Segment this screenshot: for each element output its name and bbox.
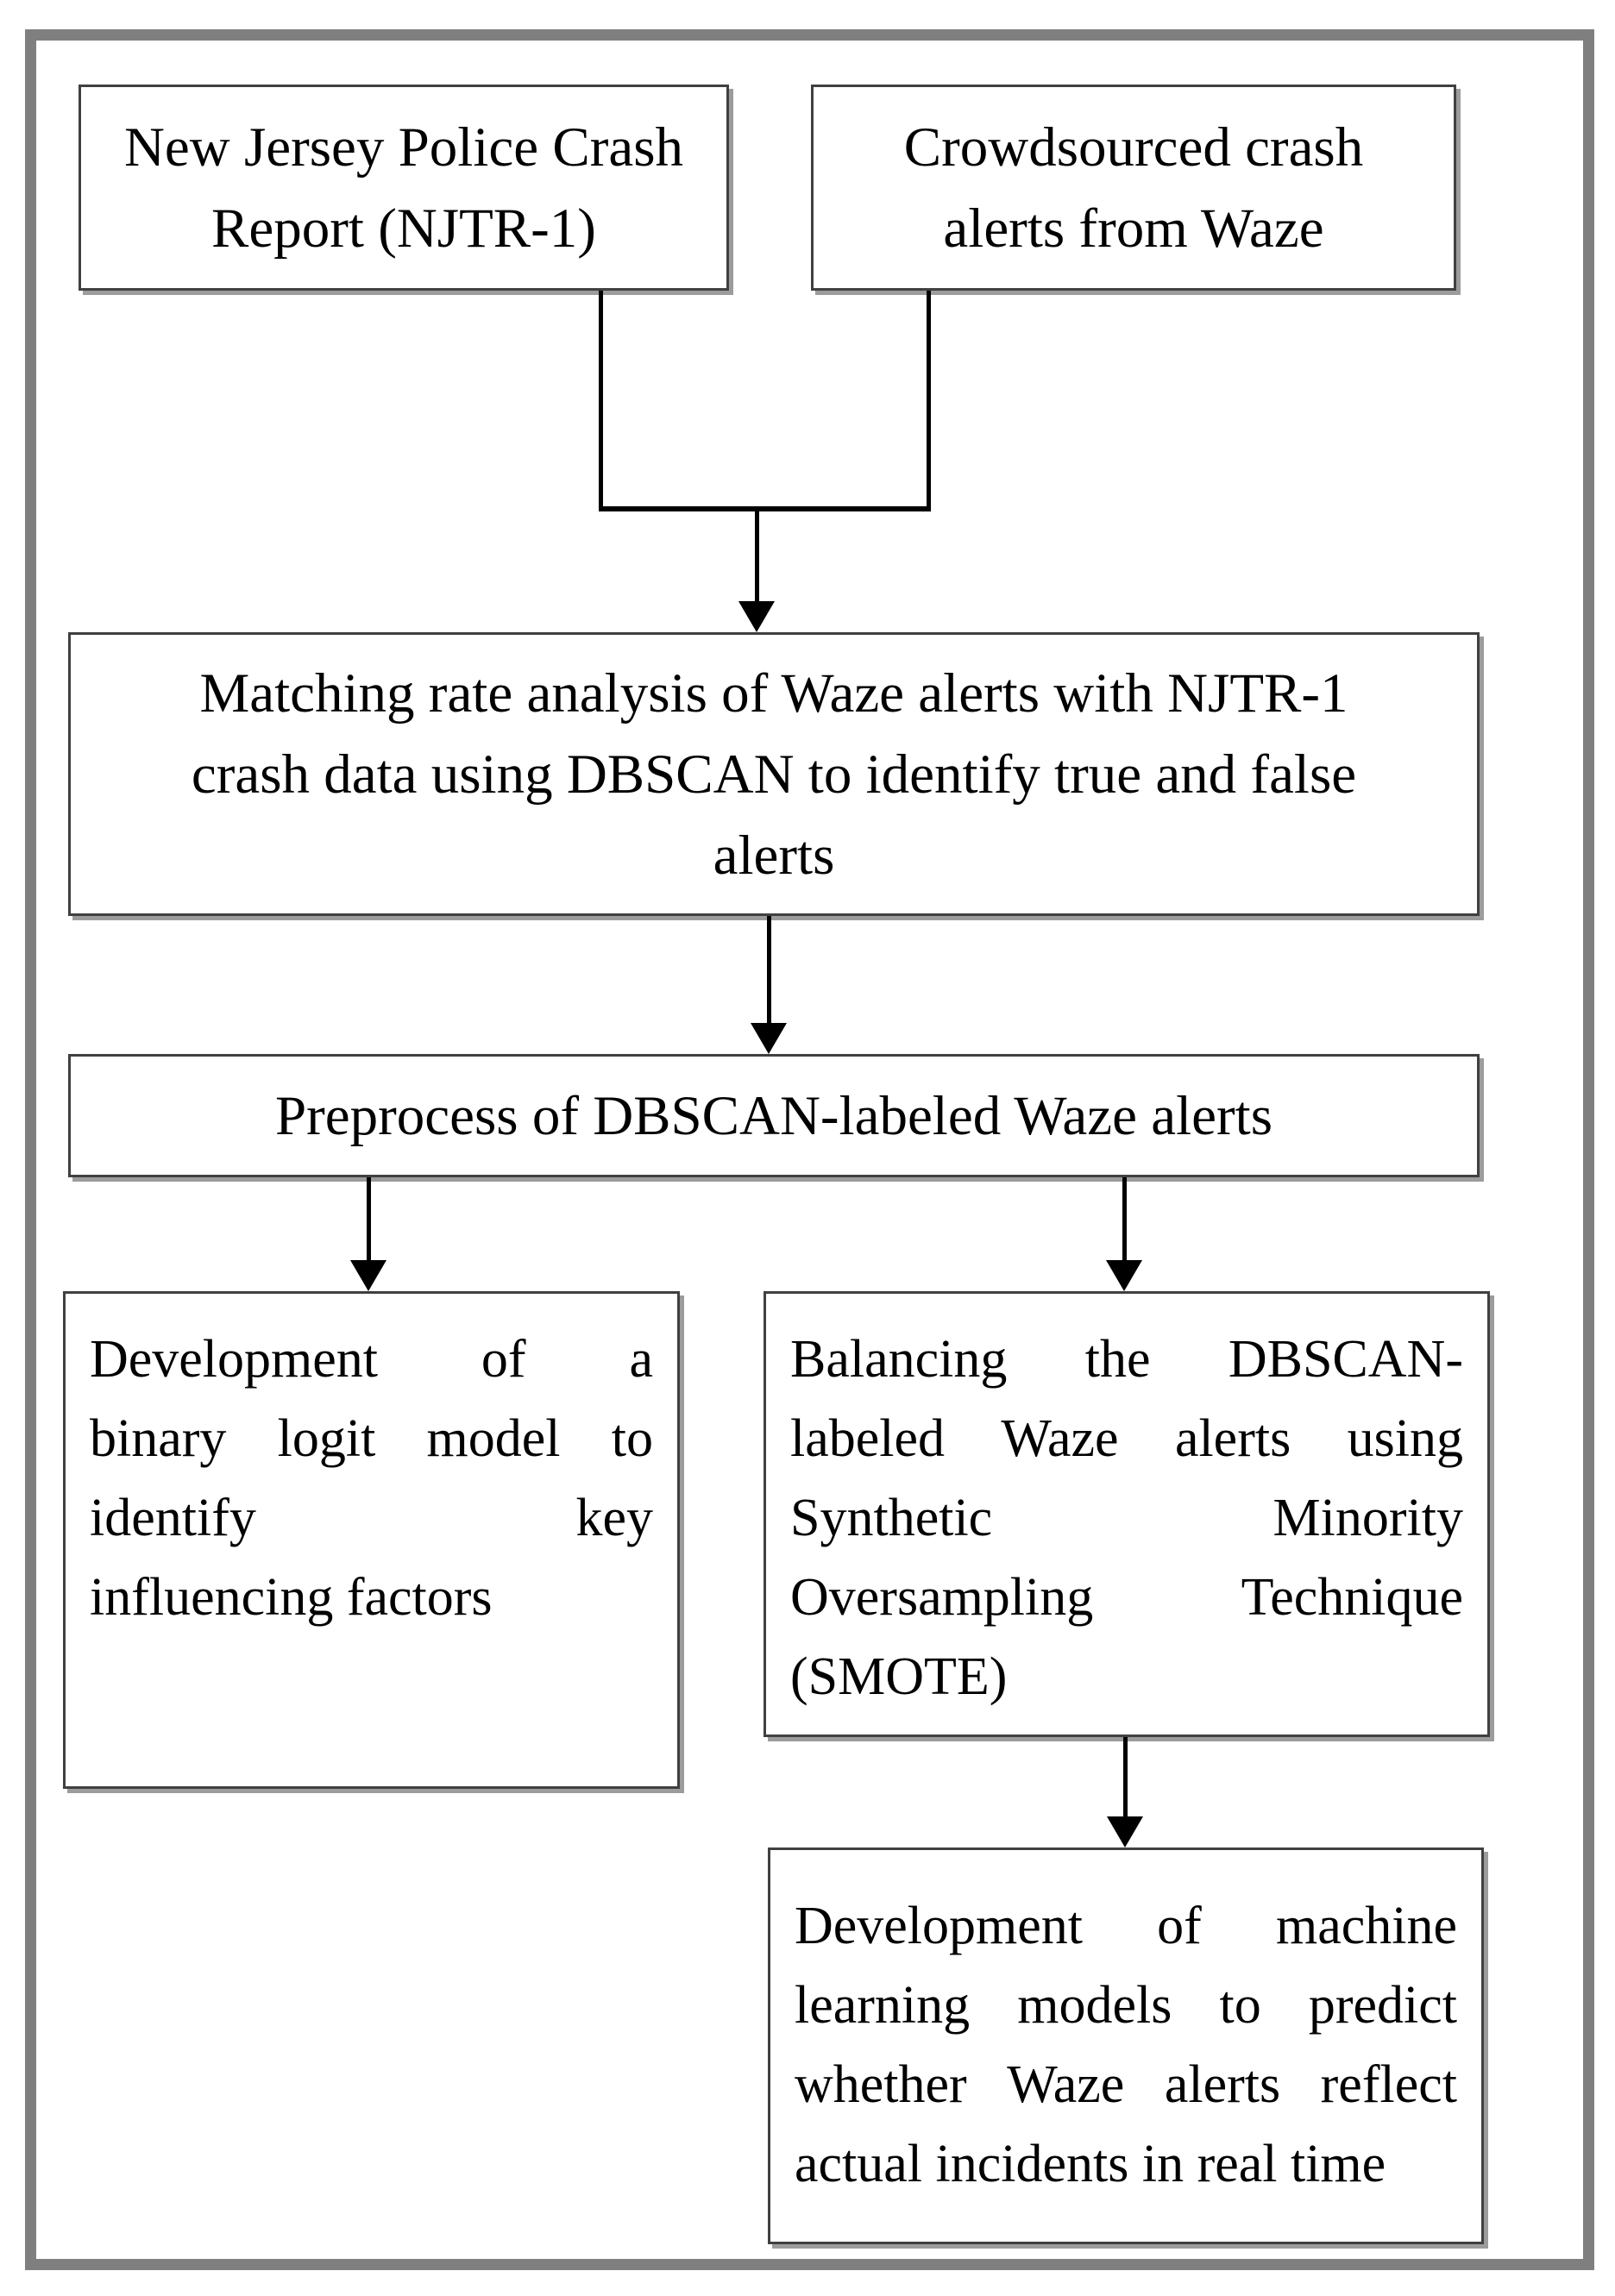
flow-box-matching-text: Matching rate analysis of Waze alerts wi…	[191, 662, 1357, 887]
connector-waze-down	[927, 291, 931, 511]
flow-box-preprocess: Preprocess of DBSCAN-labeled Waze alerts	[68, 1054, 1480, 1177]
flow-box-preprocess-text: Preprocess of DBSCAN-labeled Waze alerts	[274, 1084, 1273, 1147]
text-line: (SMOTE)	[790, 1647, 1008, 1706]
connector-njtr1-down	[599, 291, 603, 511]
arrow-to-smote-stem	[1122, 1177, 1127, 1262]
text-line: actual incidents in real time	[795, 2135, 1386, 2193]
arrow-to-matching-head	[738, 601, 775, 632]
arrow-to-preprocess-stem	[767, 916, 771, 1025]
arrow-to-matching-stem	[755, 509, 759, 604]
arrow-to-preprocess-head	[751, 1023, 787, 1054]
outer-frame	[25, 29, 1594, 2270]
arrow-to-logit-head	[350, 1260, 386, 1291]
arrow-to-logit-stem	[367, 1177, 371, 1262]
arrow-to-smote-head	[1106, 1260, 1142, 1291]
text-line: influencing factors	[90, 1568, 493, 1627]
arrow-to-ml-head	[1107, 1816, 1143, 1847]
connector-merge-horizontal	[599, 506, 931, 511]
flow-box-njtr1: New Jersey Police Crash Report (NJTR-1)	[79, 85, 729, 291]
flow-box-matching: Matching rate analysis of Waze alerts wi…	[68, 632, 1480, 916]
arrow-to-ml-stem	[1123, 1737, 1128, 1818]
flow-box-njtr1-text: New Jersey Police Crash Report (NJTR-1)	[123, 116, 684, 260]
flow-box-waze: Crowdsourced crash alerts from Waze	[811, 85, 1456, 291]
flow-box-waze-text: Crowdsourced crash alerts from Waze	[903, 116, 1364, 260]
